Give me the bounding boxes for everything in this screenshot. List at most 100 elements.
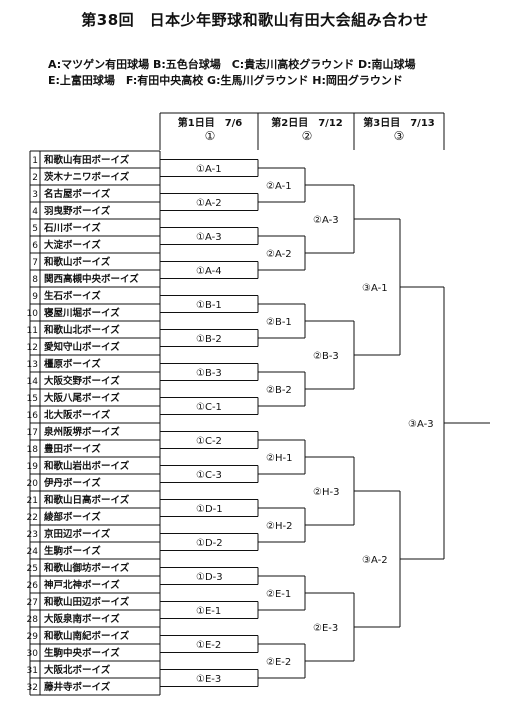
team-name: 泉州阪堺ボーイズ [43,426,120,438]
seed-number: 23 [27,530,38,540]
seed-number: 21 [27,496,38,506]
round1-match-label: ①B-1 [196,300,222,311]
venue-list-line-2: E:上富田球場 F:有田中央高校 G:生馬川グラウンド H:岡田グラウンド [48,74,403,87]
team-name: 綾部ボーイズ [44,511,101,523]
round2-match-label: ②E-1 [266,589,291,600]
team-name: 大淀ボーイズ [44,239,101,251]
team-name: 愛知守山ボーイズ [44,341,120,353]
team-name: 羽曳野ボーイズ [44,205,111,217]
seed-number: 12 [27,343,38,353]
seed-number: 27 [27,598,38,608]
round2-match-label: ②H-1 [266,453,292,464]
seed-number: 24 [27,547,39,557]
round1-match-label: ①B-2 [196,334,222,345]
seed-number: 13 [27,360,38,370]
round3-match-label: ②E-3 [313,623,338,634]
seed-number: 9 [32,292,38,302]
team-name: 伊丹ボーイズ [43,477,101,489]
team-name: 茨木ナニワボーイズ [44,171,130,183]
team-name: 生駒中央ボーイズ [44,647,120,659]
seed-number: 28 [27,615,39,625]
seed-number: 19 [27,462,39,472]
round4-match-label: ③A-2 [362,555,388,566]
round1-match-label: ①E-2 [196,640,221,651]
round1-match-label: ①A-2 [196,198,222,209]
seed-number: 5 [32,224,38,234]
team-name: 豊田ボーイズ [44,443,101,455]
final-match-label: ③A-3 [408,419,434,430]
seed-number: 29 [27,632,39,642]
team-name: 神戸北神ボーイズ [44,579,120,591]
seed-number: 20 [27,479,39,489]
team-name: 藤井寺ボーイズ [44,681,111,693]
seed-number: 32 [27,683,38,693]
team-name: 生石ボーイズ [44,290,101,302]
seed-number: 3 [32,190,38,200]
seed-number: 1 [32,156,38,166]
team-name: 和歌山岩出ボーイズ [43,460,130,472]
round3-match-label: ②H-3 [313,487,339,498]
round2-match-label: ②A-2 [266,249,292,260]
team-name: 石川ボーイズ [43,222,101,234]
round1-match-label: ①D-3 [196,572,223,583]
round-header-label: 第3日目 7/13 [363,118,435,129]
round4-match-label: ③A-1 [362,283,388,294]
team-name: 和歌山ボーイズ [43,256,111,268]
round-header-number: ① [204,129,216,143]
seed-number: 7 [32,258,38,268]
round1-match-label: ①C-1 [196,402,222,413]
seed-number: 16 [27,411,39,421]
round1-match-label: ①E-3 [196,674,221,685]
seed-number: 25 [27,564,38,574]
round3-match-label: ②B-3 [313,351,339,362]
round1-match-label: ①C-3 [196,470,222,481]
page-title: 第38回 日本少年野球和歌山有田大会組み合わせ [81,11,429,29]
round3-match-label: ②A-3 [313,215,339,226]
seed-number: 18 [27,445,39,455]
team-name: 大阪八尾ボーイズ [44,392,120,404]
round-header-day3: 第3日目 7/13 ③ [354,117,444,143]
seed-number: 6 [32,241,38,251]
seed-number: 2 [32,173,38,183]
seed-number: 11 [27,326,38,336]
round1-match-label: ①A-4 [196,266,222,277]
seed-number: 10 [27,309,39,319]
round2-match-label: ②H-2 [266,521,292,532]
team-name: 生駒ボーイズ [44,545,101,557]
round1-match-label: ①D-1 [196,504,223,515]
team-name: 和歌山日高ボーイズ [43,494,130,506]
round1-match-label: ①A-1 [196,164,222,175]
team-name: 京田辺ボーイズ [44,528,111,540]
team-name: 和歌山有田ボーイズ [43,154,130,166]
seed-number: 14 [27,377,39,387]
team-name: 和歌山御坊ボーイズ [43,562,130,574]
team-name: 大阪交野ボーイズ [44,375,120,387]
round1-match-label: ①C-2 [196,436,222,447]
round-header-day1: 第1日目 7/6 ① [160,117,260,143]
team-name: 名古屋ボーイズ [44,188,111,200]
round2-match-label: ②B-2 [266,385,292,396]
round1-match-label: ①D-2 [196,538,223,549]
seed-number: 15 [27,394,38,404]
round-header-day2: 第2日目 7/12 ② [258,117,356,143]
round2-match-label: ②A-1 [266,181,292,192]
team-name: 大阪泉南ボーイズ [44,613,120,625]
seed-number: 4 [32,207,38,217]
round-header-label: 第2日目 7/12 [271,118,343,129]
round-header-number: ② [301,129,313,143]
seed-number: 22 [27,513,38,523]
round-header-label: 第1日目 7/6 [177,118,243,129]
team-name: 関西高槻中央ボーイズ [44,273,139,285]
round-header-number: ③ [393,129,405,143]
seed-number: 17 [27,428,38,438]
round1-match-label: ①B-3 [196,368,222,379]
team-name: 寝屋川堀ボーイズ [44,307,120,319]
team-name: 橿原ボーイズ [44,358,101,370]
seed-number: 30 [27,649,39,659]
round2-match-label: ②B-1 [266,317,292,328]
seed-number: 8 [32,275,38,285]
team-name: 大阪北ボーイズ [44,664,111,676]
team-name: 和歌山南紀ボーイズ [43,630,130,642]
seed-number: 31 [27,666,38,676]
team-name: 和歌山北ボーイズ [43,324,120,336]
